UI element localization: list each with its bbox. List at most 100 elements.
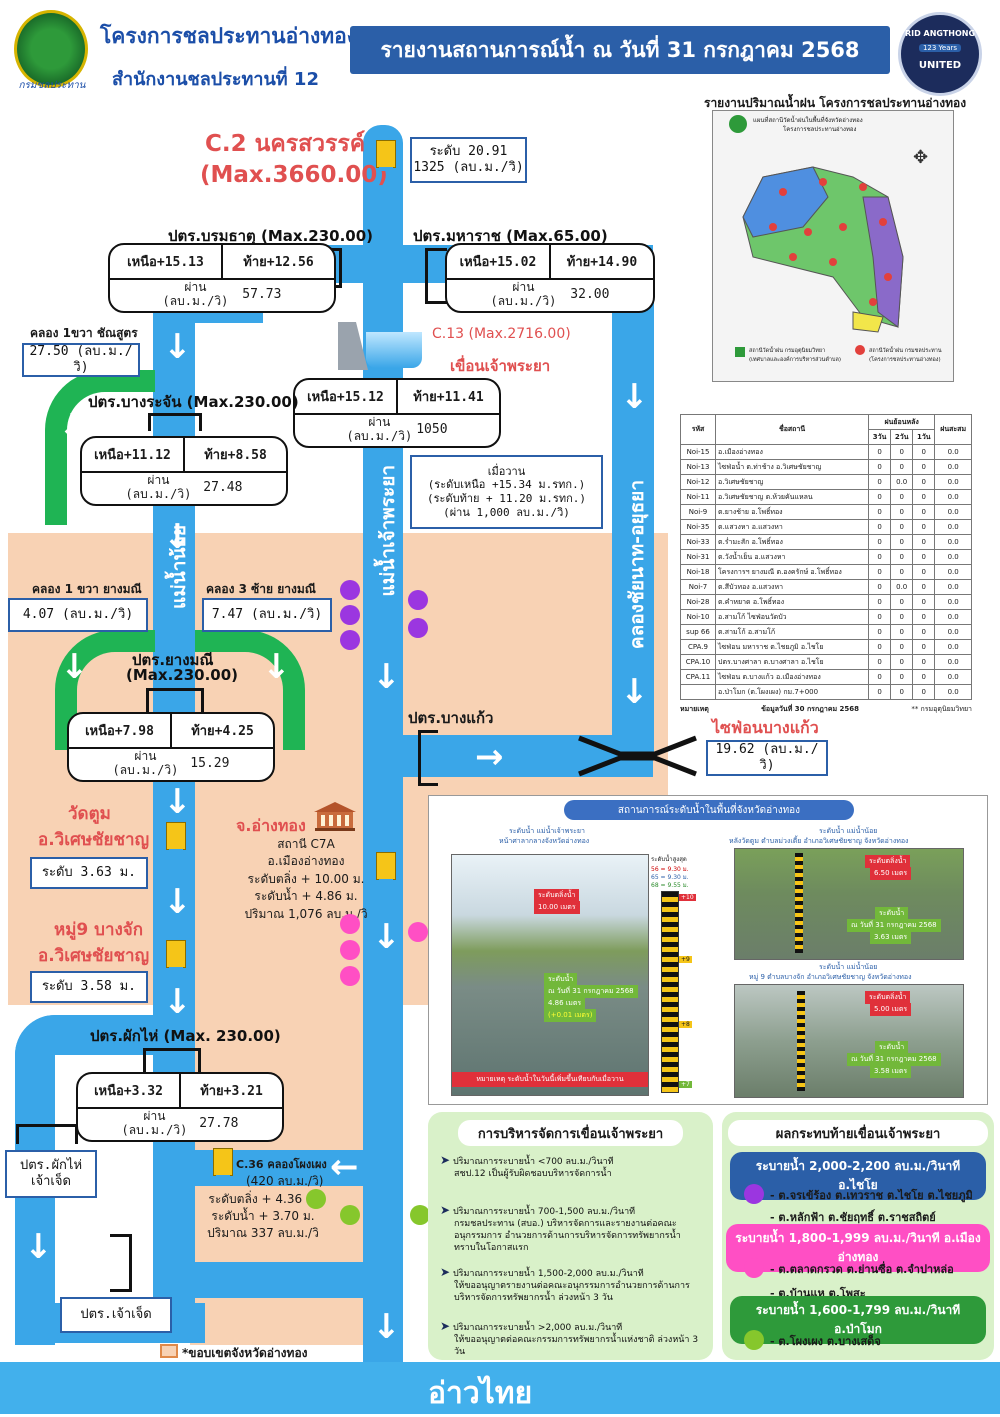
gauge-legend-title: ระดับน้ำสูงสุด <box>651 856 687 863</box>
station-name-cell: ไซฟ่อน ต.บางแก้ว อ.เมืองอ่างทอง <box>715 669 870 685</box>
gauge-legend-1: 56 = 9.30 ม. <box>651 866 689 873</box>
management-item-4: ➤ ปริมาณการระบายน้ำ >2,000 ลบ.ม./วินาที … <box>440 1318 705 1358</box>
rid-logo <box>14 10 88 88</box>
table-cell: 0 <box>868 609 892 625</box>
yangmani-upper: เหนือ+7.98 <box>69 714 172 747</box>
rainfall-title: รายงานปริมาณน้ำฝน โครงการชลประทานอ่างทอง <box>704 96 967 110</box>
table-cell: 0 <box>868 654 892 670</box>
yangmani-title: ปตร.ยางมณี <box>132 651 214 669</box>
station-name-cell: ไซฟ่อน มหาราช ต.ไชยภูมิ อ.ไชโย <box>715 639 870 655</box>
station-name-cell: ต.แสวงหา อ.แสวงหา <box>715 519 870 535</box>
management-item-1-body: สชป.12 เป็นผู้รับผิดชอบบริหารจัดการน้ำ <box>454 1169 612 1180</box>
table-cell: Noi-11 <box>679 489 717 505</box>
management-item-3: ➤ ปริมาณการระบายน้ำ 1,500-2,000 ลบ.ม./วิ… <box>440 1264 705 1304</box>
table-cell: 0 <box>868 684 892 700</box>
table-cell: 0.0 <box>890 474 914 490</box>
river-chaochet <box>195 1262 363 1298</box>
rb-water-value: 3.58 เมตร <box>870 1065 912 1078</box>
management-item-2: ➤ ปริมาณการระบายน้ำ 700-1,500 ลบ.ม./วินา… <box>440 1202 705 1255</box>
note-date: ข้อมูลวันที่ 30 กรกฎาคม 2568 <box>761 705 860 713</box>
report-title-banner: รายงานสถานการณ์น้ำ ณ วันที่ 31 กรกฎาคม 2… <box>350 26 890 74</box>
col-1day: 1วัน <box>912 429 936 445</box>
rt-bank-value: 6.50 เมตร <box>870 867 912 880</box>
water-gauge-icon <box>213 1148 233 1179</box>
table-cell: Noi-9 <box>679 504 717 520</box>
table-cell: 0 <box>868 504 892 520</box>
table-cell: 0 <box>868 519 892 535</box>
table-cell: Noi-28 <box>679 594 717 610</box>
table-cell: 0 <box>890 654 914 670</box>
impact-dot-purple <box>340 605 360 625</box>
watdum-district: อ.วิเศษชัยชาญ <box>38 830 150 850</box>
map-legend-icon-1 <box>735 347 745 357</box>
impact-group-1-line-b: - ต.หลักฟ้า ต.ชัยฤทธิ์ ต.ราชสถิตย์ <box>770 1211 936 1224</box>
left-caption-1: ระดับน้ำ แม่น้ำเจ้าพระยา <box>509 827 585 835</box>
table-cell: 0.0 <box>890 579 914 595</box>
left-bank-label: ระดับตลิ่งน้ำ <box>534 889 580 902</box>
table-cell: 0.0 <box>934 459 972 475</box>
bangrachan-upper: เหนือ+11.12 <box>82 438 185 471</box>
borommathat-title: ปตร.บรมธาตุ (Max.230.00) <box>168 227 374 245</box>
flow-arrow: ↓ <box>372 1307 401 1347</box>
left-water-date: ณ วันที่ 31 กรกฎาคม 2568 <box>544 985 638 998</box>
station-name-cell: โครงการฯ ยางมณี ต.องครักษ์ อ.โพธิ์ทอง <box>715 564 870 580</box>
phakhai-chaochet-gate: ปตร.ผักไห่ เจ้าเจ็ด <box>5 1150 97 1198</box>
rt-water-value: 3.63 เมตร <box>870 931 912 944</box>
table-cell: CPA.11 <box>679 669 717 685</box>
table-cell: 0 <box>912 669 936 685</box>
impact-title-box: ผลกระทบท้ายเขื่อนเจ้าพระยา <box>728 1120 988 1146</box>
c7a-info: สถานี C7A อ.เมืองอ่างทอง ระดับตลิ่ง + 10… <box>238 836 374 923</box>
maharaj-pass-value: 32.00 <box>570 287 610 302</box>
flow-arrow: ↓ <box>163 517 192 557</box>
gauge-legend-3: 68 = 9.55 ม. <box>651 882 689 889</box>
impact-group-2: ระบายน้ำ 1,800-1,999 ลบ.ม./วินาที อ.เมือ… <box>726 1224 990 1272</box>
table-cell: 0.0 <box>934 624 972 640</box>
gate-bracket <box>110 1234 132 1292</box>
table-cell: 0 <box>912 684 936 700</box>
rb-caption-2: หมู่ 9 ตำบลบางจัก อำเภอวิเศษชัยชาญ จังหว… <box>749 973 912 981</box>
c2-readout: ระดับ 20.91 1325 (ลบ.ม./วิ) <box>410 137 527 183</box>
table-cell: 0 <box>912 639 936 655</box>
management-item-3-heading: ปริมาณการระบายน้ำ 1,500-2,000 ลบ.ม./วินา… <box>452 1269 644 1279</box>
table-cell: 0 <box>868 579 892 595</box>
gate-bracket <box>16 1124 78 1144</box>
impact-group-3: ระบายน้ำ 1,600-1,799 ลบ.ม./วินาที อ.ป่าโ… <box>730 1296 986 1344</box>
table-cell: 0 <box>912 579 936 595</box>
table-cell: Noi-18 <box>679 564 717 580</box>
yesterday-upper: (ระดับเหนือ +15.34 ม.รทก.) <box>427 478 586 492</box>
rb-river-photo: ระดับตลิ่งน้ำ 5.00 เมตร ระดับน้ำ ณ วันที… <box>734 984 964 1098</box>
left-water-diff: (+0.01 เมตร) <box>544 1009 597 1022</box>
impact-group-1: ระบายน้ำ 2,000-2,200 ลบ.ม./วินาที อ.ไชโย <box>730 1152 986 1200</box>
table-cell: 0.0 <box>934 579 972 595</box>
table-cell: 0 <box>912 654 936 670</box>
management-title-box: การบริหารจัดการเขื่อนเจ้าพระยา <box>458 1120 683 1146</box>
rt-water-label: ระดับน้ำ <box>875 907 909 920</box>
table-cell: 0 <box>912 519 936 535</box>
dam-icon <box>338 322 424 372</box>
gauge-legend-2: 65 = 9.30 ม. <box>651 874 689 881</box>
impact-dot-pink-legend <box>744 1258 764 1278</box>
station-name-cell: ต.ยางช้าย อ.โพธิ์ทอง <box>715 504 870 520</box>
canal-chainat-ayutthaya <box>612 283 654 758</box>
table-cell: 0.0 <box>934 669 972 685</box>
flow-arrow: ↓ <box>163 982 192 1022</box>
table-cell: Noi-15 <box>679 444 717 460</box>
c13-upper: เหนือ+15.12 <box>295 380 398 413</box>
management-item-3-head: ➤ ปริมาณการระบายน้ำ 1,500-2,000 ลบ.ม./วิ… <box>440 1264 705 1280</box>
station-name-cell: ต.ร่ำมะสัก อ.โพธิ์ทอง <box>715 534 870 550</box>
gauge-mark-10: +10 <box>679 894 696 901</box>
table-cell: 0 <box>868 534 892 550</box>
chaochet-gate-label: ปตร.เจ้าเจ็ด <box>60 1297 172 1333</box>
water-gauge-icon <box>166 822 186 853</box>
table-cell: 0 <box>912 624 936 640</box>
arrow-icon: ➤ <box>440 1319 451 1333</box>
table-cell: 0.0 <box>934 474 972 490</box>
borommathat-lower: ท้าย+12.56 <box>243 255 314 270</box>
yesterday-lower: (ระดับท้าย + 11.20 ม.รทก.) <box>427 492 586 505</box>
